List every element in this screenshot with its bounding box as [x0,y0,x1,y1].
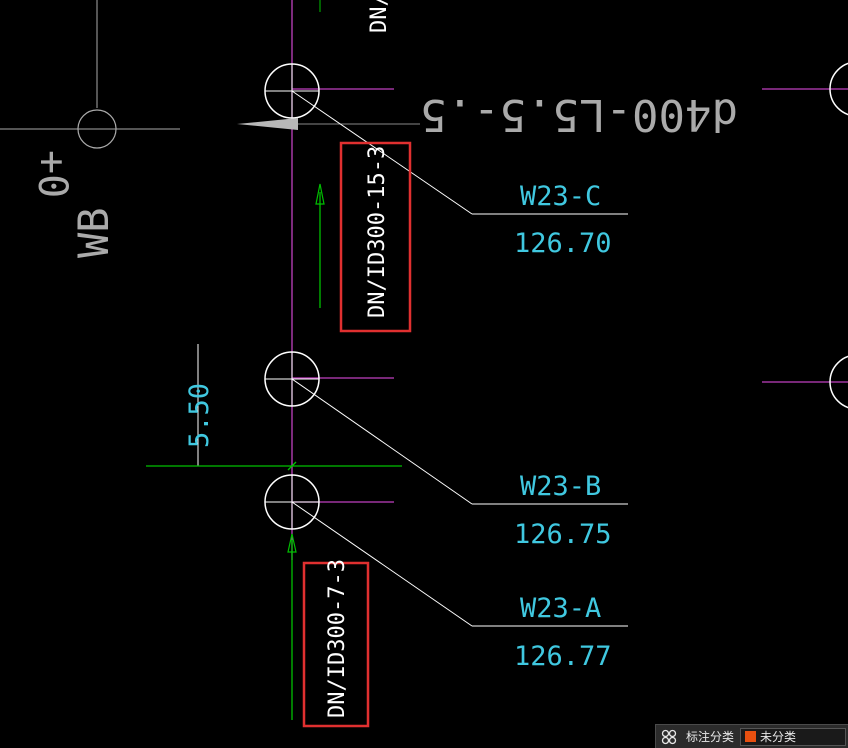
manhole-right-lower[interactable] [829,355,848,409]
leader-w23-c [291,90,628,215]
annotation-category-icon[interactable] [656,726,682,748]
well-elevation-a[interactable]: 126.77 [514,641,612,672]
manhole-right-upper[interactable] [829,62,848,116]
structure-circle [77,109,117,149]
dimension-line[interactable] [146,344,402,471]
highlight-box-lower [302,561,370,728]
well-name-a[interactable]: W23-A [520,593,601,624]
well-name-b[interactable]: W23-B [520,471,601,502]
flow-arrow-upper [315,183,325,308]
pipe-label-upper[interactable]: DN/ID300-15-3 [365,146,390,318]
top-dimension-fragment: DN/ [367,0,392,33]
category-dropdown[interactable]: 未分类 [740,727,846,746]
status-bar: 标注分类 未分类 [655,724,848,748]
pipe-label-lower[interactable]: DN/ID300-7-3 [325,559,350,718]
leader-w23-b [291,378,628,505]
slope-wedge [237,118,298,130]
leader-w23-a [291,501,628,627]
dimension-value[interactable]: 5.50 [184,383,215,448]
category-label: 标注分类 [686,730,735,744]
category-value: 未分类 [760,730,797,744]
mirrored-note-text: d400-L5.5-.5 [420,89,738,140]
category-color-swatch [745,731,757,742]
left-fragment-text: +0 [29,150,75,198]
highlight-box-upper [339,141,412,333]
well-elevation-b[interactable]: 126.75 [514,519,612,550]
flow-arrow-lower [287,533,297,720]
left-label-text: WB [69,207,118,258]
well-name-c[interactable]: W23-C [520,181,601,212]
well-elevation-c[interactable]: 126.70 [514,228,612,259]
